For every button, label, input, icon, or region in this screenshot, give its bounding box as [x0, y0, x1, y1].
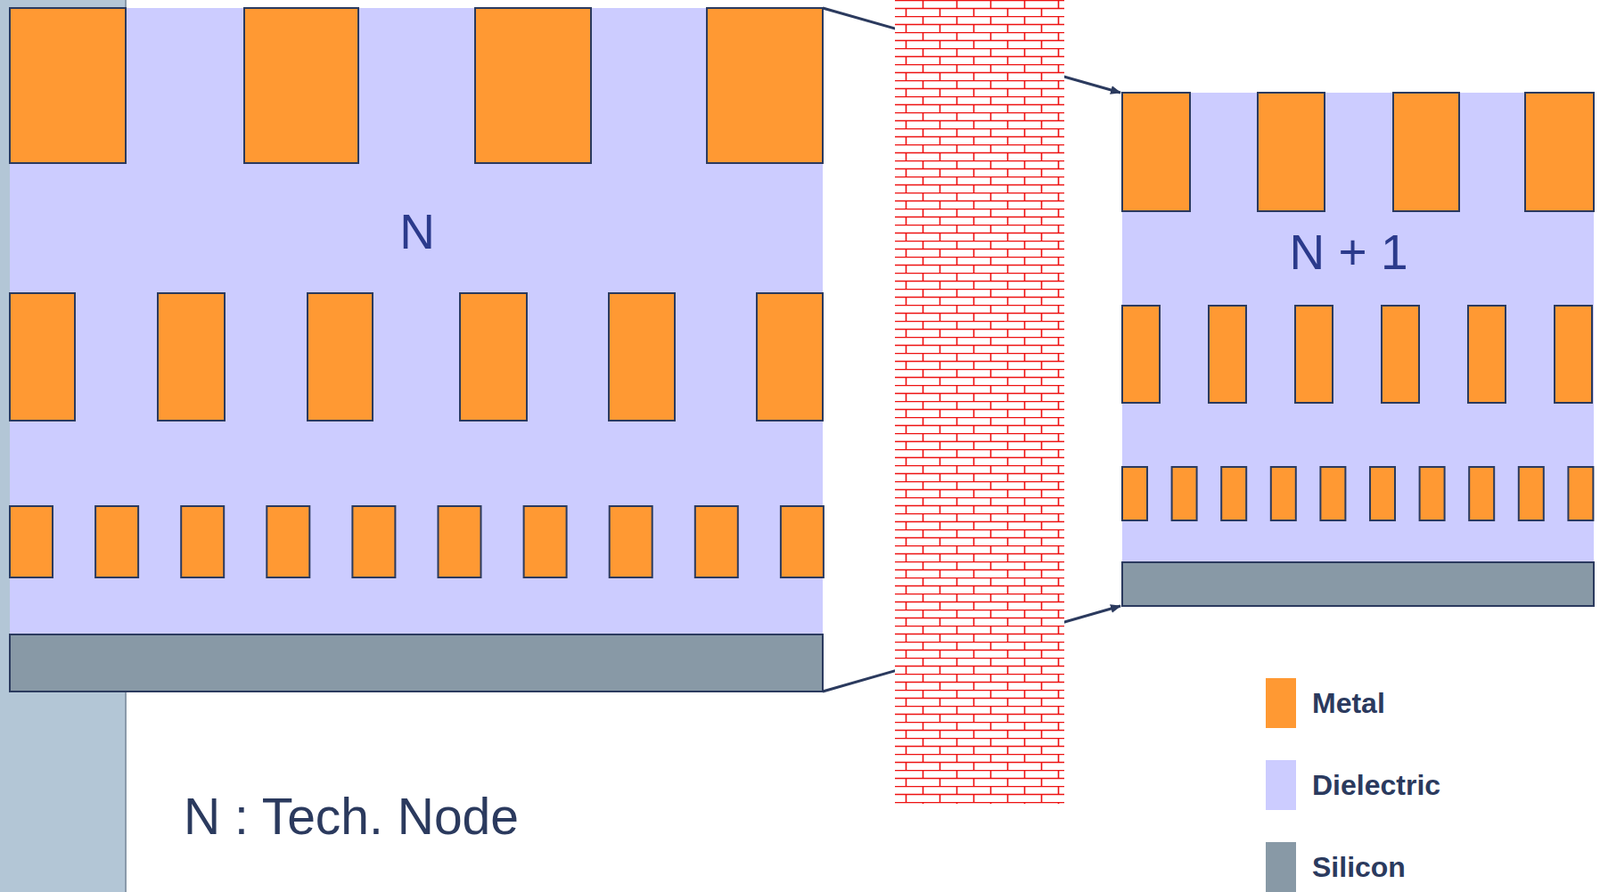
- metal-line: [1122, 305, 1160, 403]
- metal-line: [157, 293, 225, 421]
- metal-line: [180, 506, 224, 578]
- metal-line: [1271, 467, 1297, 521]
- metal-line: [9, 293, 75, 421]
- metal-line: [475, 8, 591, 164]
- silicon-substrate: [1122, 562, 1594, 607]
- metal-line: [706, 8, 823, 164]
- dielectric: [1122, 92, 1594, 563]
- metal-line: [9, 8, 126, 164]
- metal-line: [9, 506, 53, 578]
- metal-line: [695, 506, 739, 578]
- metal-line: [608, 293, 675, 421]
- metal-line: [1257, 92, 1325, 212]
- metal-line: [1525, 92, 1594, 212]
- metal-line: [1320, 467, 1346, 521]
- metal-line: [1122, 467, 1148, 521]
- legend-text: Silicon: [1312, 851, 1406, 885]
- metal-line: [266, 506, 310, 578]
- node-label: N + 1: [1289, 223, 1409, 281]
- legend-text: Dielectric: [1312, 769, 1441, 803]
- metal-line: [1554, 305, 1592, 403]
- metal-line: [459, 293, 527, 421]
- metal-line: [1518, 467, 1544, 521]
- dielectric: [9, 8, 823, 635]
- legend-swatch: [1265, 760, 1297, 811]
- metal-line: [95, 506, 139, 578]
- metal-line: [1370, 467, 1395, 521]
- tech-node-panel: N + 1: [1122, 92, 1594, 607]
- legend-text: Metal: [1312, 687, 1386, 721]
- legend-swatch: [1265, 842, 1297, 892]
- metal-line: [352, 506, 395, 578]
- node-label: N: [399, 203, 435, 261]
- metal-line: [1221, 467, 1247, 521]
- metal-line: [780, 506, 824, 578]
- metal-line: [1122, 92, 1190, 212]
- silicon-substrate: [9, 634, 823, 692]
- metal-line: [1393, 92, 1460, 212]
- tech-node-panel: N: [9, 8, 823, 692]
- metal-line: [1172, 467, 1198, 521]
- metal-line: [1468, 305, 1506, 403]
- metal-line: [1381, 305, 1420, 403]
- metal-line: [244, 8, 359, 164]
- caption-label: N : Tech. Node: [183, 787, 519, 846]
- metal-line: [609, 506, 653, 578]
- metal-line: [1295, 305, 1333, 403]
- metal-line: [307, 293, 373, 421]
- metal-line: [1468, 467, 1494, 521]
- brick-wall: [894, 0, 1065, 805]
- metal-line: [524, 506, 567, 578]
- legend-swatch: [1265, 678, 1297, 729]
- metal-line: [438, 506, 482, 578]
- metal-line: [1208, 305, 1247, 403]
- metal-line: [1567, 467, 1593, 521]
- metal-line: [756, 293, 823, 421]
- metal-line: [1419, 467, 1445, 521]
